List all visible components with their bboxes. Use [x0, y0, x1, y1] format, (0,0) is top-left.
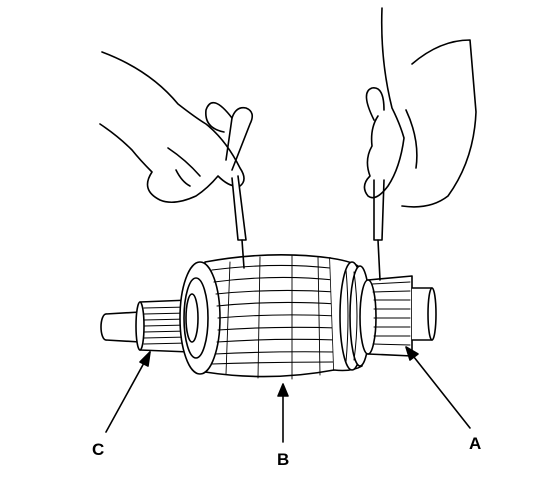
- left-hand: [100, 52, 252, 268]
- callout-a: A: [469, 434, 482, 453]
- left-shaft: [101, 300, 190, 352]
- armature-core: [180, 255, 338, 379]
- callout-c: C: [92, 440, 105, 459]
- right-hand: [364, 8, 476, 280]
- commutator: [360, 276, 436, 356]
- callout-b: B: [277, 450, 290, 469]
- leader-c: [106, 352, 150, 432]
- leader-b: [278, 384, 288, 442]
- leader-a: [406, 347, 470, 428]
